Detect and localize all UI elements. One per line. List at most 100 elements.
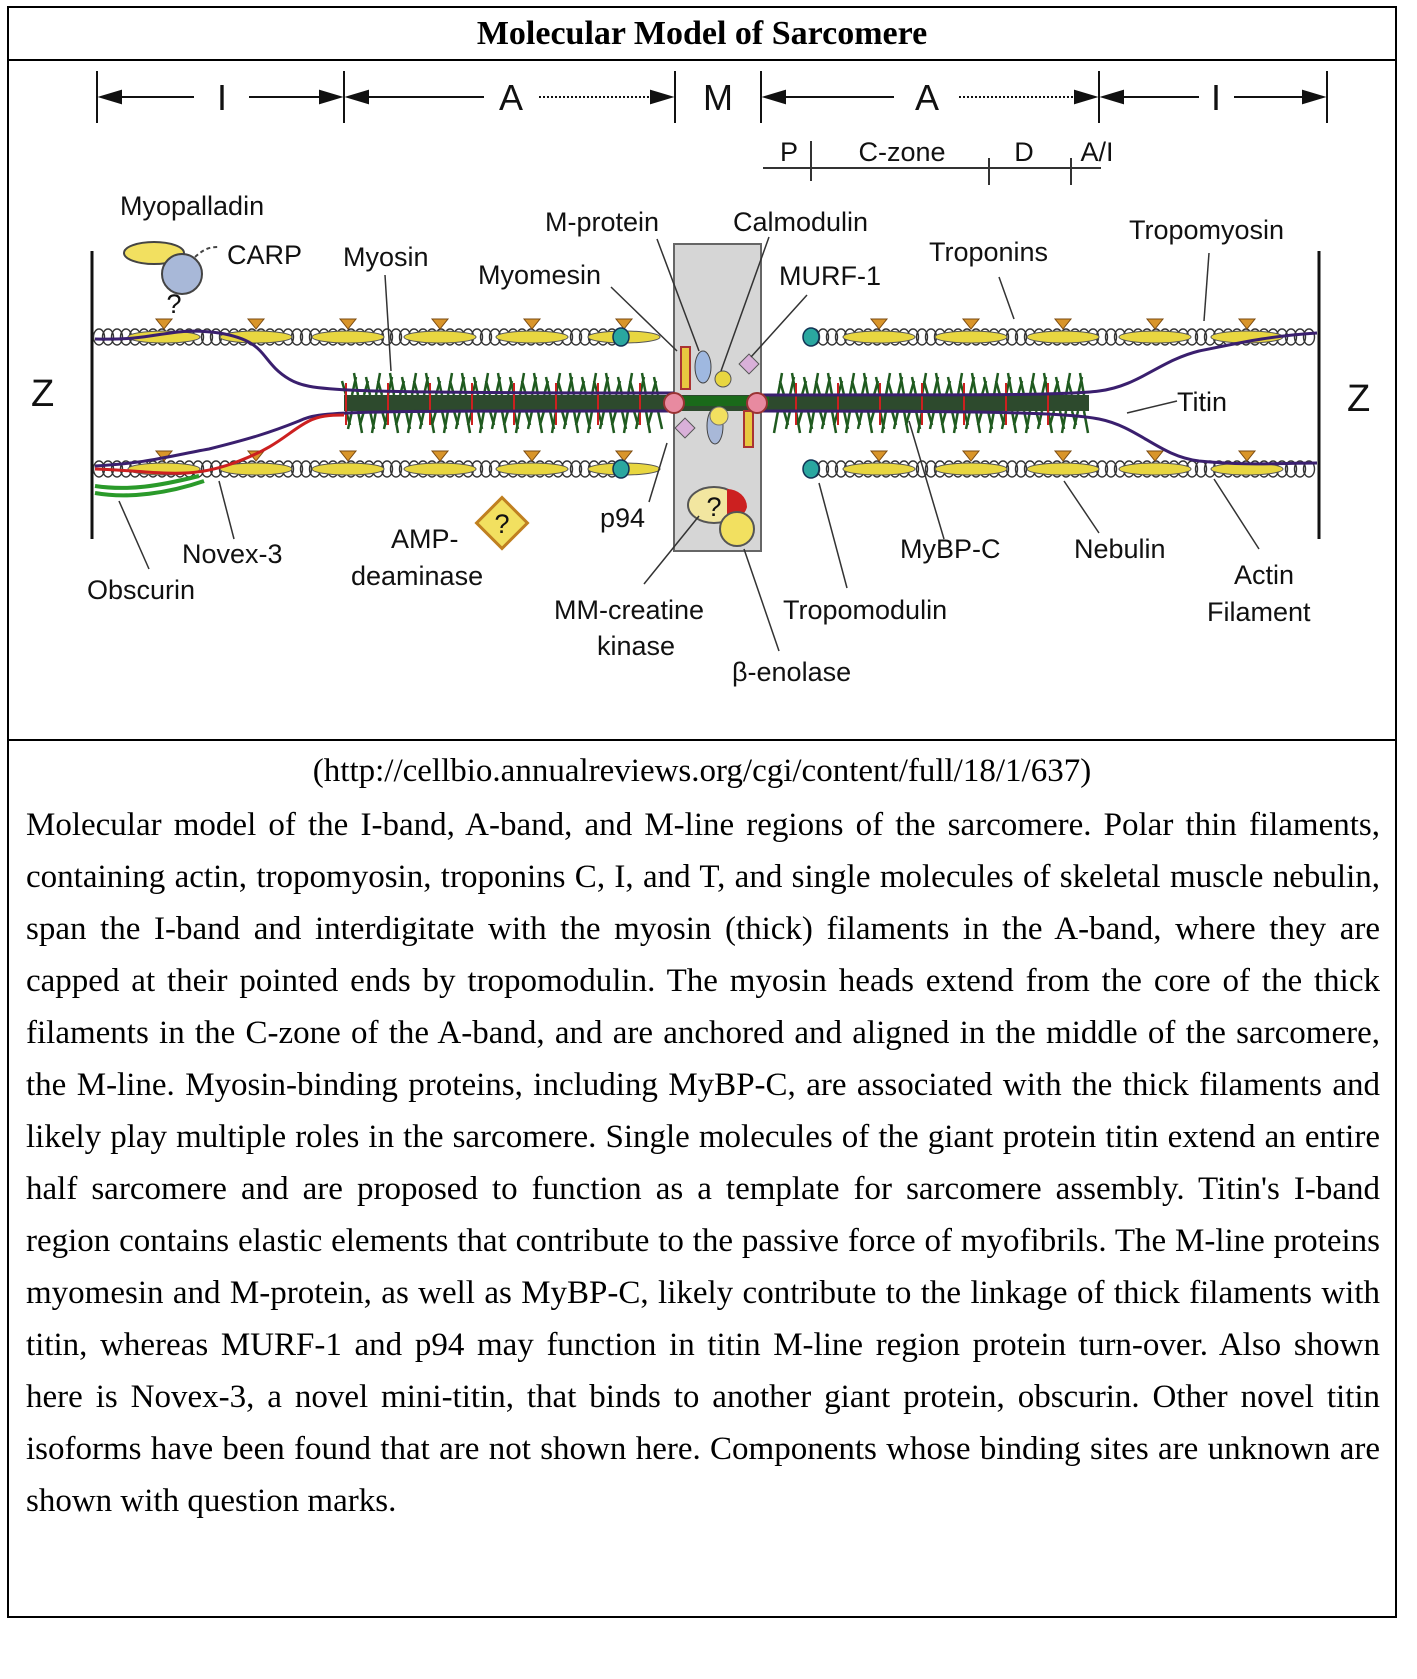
- carp-unknown: ?: [166, 289, 181, 319]
- myosin-head: [904, 410, 912, 426]
- myosin-head: [784, 410, 792, 430]
- myosin-head: [604, 372, 612, 396]
- label-mm-creatine-kinase-2: kinase: [597, 631, 675, 661]
- label-tropomyosin: Tropomyosin: [1129, 215, 1284, 245]
- tropomyosin-strand: [219, 462, 293, 476]
- titin-molecules: [94, 329, 1318, 468]
- myosin-head: [454, 410, 462, 430]
- actin-monomer: [915, 460, 929, 478]
- source-url: (http://cellbio.annualreviews.org/cgi/co…: [312, 753, 1092, 789]
- actin-monomer: [1104, 328, 1118, 346]
- myosin-head: [772, 410, 780, 434]
- actin-monomer: [1293, 460, 1307, 478]
- myosin-head: [988, 410, 996, 434]
- actin-monomer: [825, 460, 839, 478]
- myosin-head: [656, 410, 664, 430]
- label-myopalladin: Myopalladin: [120, 191, 264, 221]
- carp-dash: [194, 246, 220, 258]
- label-amp-deaminase-2: deaminase: [351, 561, 483, 591]
- band-scale: [96, 71, 1328, 123]
- tropomodulin-cap: [802, 327, 820, 347]
- myosin-head: [922, 380, 930, 396]
- label-troponins: Troponins: [929, 237, 1048, 267]
- troponin-complex: [430, 318, 450, 330]
- carp-shape: [161, 253, 203, 295]
- actin-monomer: [1293, 328, 1307, 346]
- myosin-head: [994, 380, 1002, 396]
- troponin-complex: [430, 450, 450, 462]
- label-nebulin: Nebulin: [1074, 534, 1166, 564]
- label-novex3: Novex-3: [182, 539, 283, 569]
- z-label-right: Z: [1347, 378, 1370, 420]
- tropomyosin-strand: [495, 330, 569, 344]
- myosin-head: [490, 410, 498, 430]
- myosin-head: [868, 410, 876, 426]
- tropomyosin-strand: [403, 330, 477, 344]
- sarcomere-diagram: Z Z I A M A I: [9, 61, 1395, 741]
- troponin-complex: [1053, 450, 1073, 462]
- zone-label-d: D: [1014, 137, 1034, 167]
- z-label-left: Z: [31, 373, 54, 415]
- tropomyosin-strand: [934, 330, 1008, 344]
- m-line-node-right: [746, 392, 768, 414]
- actin-monomer: [389, 328, 403, 346]
- m-protein-lower-bar: [743, 410, 754, 448]
- myosin-head: [1030, 380, 1038, 396]
- tropomyosin-strand: [403, 462, 477, 476]
- troponin-complex: [1145, 318, 1165, 330]
- myosin-head: [880, 410, 888, 434]
- troponin-complex: [1237, 450, 1257, 462]
- troponin-complex: [338, 318, 358, 330]
- amp-deaminase-shape: [474, 495, 530, 551]
- myosin-head: [886, 380, 894, 396]
- myosin-head: [850, 380, 858, 396]
- novex3-molecule: [94, 413, 345, 475]
- band-label-i-left: I: [217, 77, 227, 118]
- myosin-head: [1018, 376, 1026, 396]
- myosin-head: [502, 410, 510, 426]
- mm-creatine-kinase-unknown: ?: [706, 492, 721, 522]
- tropomodulin-cap: [612, 459, 630, 479]
- myosin-head: [442, 410, 450, 434]
- myosin-head: [430, 410, 438, 426]
- tropomyosin-strand: [842, 462, 916, 476]
- troponin-complex: [614, 318, 634, 330]
- tropomyosin-strand: [495, 462, 569, 476]
- label-tropomodulin: Tropomodulin: [783, 595, 947, 625]
- myosin-head: [892, 410, 900, 430]
- actin-monomer: [479, 460, 493, 478]
- myosin-head: [934, 372, 942, 396]
- myosin-head: [406, 410, 414, 434]
- actin-monomer: [200, 328, 214, 346]
- myosin-head: [1072, 410, 1080, 430]
- troponin-complex: [614, 450, 634, 462]
- troponin-complex: [522, 450, 542, 462]
- label-myomesin: Myomesin: [478, 260, 601, 290]
- actin-monomer: [1284, 460, 1298, 478]
- myosin-head: [844, 410, 852, 434]
- myosin-head: [586, 410, 594, 434]
- actin-monomer: [1104, 460, 1118, 478]
- amp-deaminase-unknown: ?: [494, 509, 509, 539]
- band-label-a-left: A: [499, 77, 523, 118]
- troponin-complex: [246, 318, 266, 330]
- myosin-head: [982, 376, 990, 396]
- myosin-head: [526, 410, 534, 430]
- troponin-complex: [154, 318, 174, 330]
- troponin-complex: [1053, 318, 1073, 330]
- m-line-node-left: [663, 392, 685, 414]
- actin-monomer: [101, 328, 115, 346]
- myosin-head: [820, 410, 828, 430]
- figure-title: Molecular Model of Sarcomere: [9, 8, 1395, 61]
- myosin-head: [622, 410, 630, 434]
- figure-caption: Molecular model of the I-band, A-band, a…: [26, 807, 1380, 1519]
- tropomyosin-strand: [311, 462, 385, 476]
- actin-monomer: [1194, 328, 1208, 346]
- tropomyosin-strand: [1026, 330, 1100, 344]
- actin-filament-bottom-left: [92, 450, 661, 479]
- tropomyosin-strand: [219, 330, 293, 344]
- myomesin-shape: [694, 350, 712, 384]
- myosin-head: [814, 380, 822, 396]
- myosin-head: [778, 380, 786, 396]
- troponin-complex: [961, 450, 981, 462]
